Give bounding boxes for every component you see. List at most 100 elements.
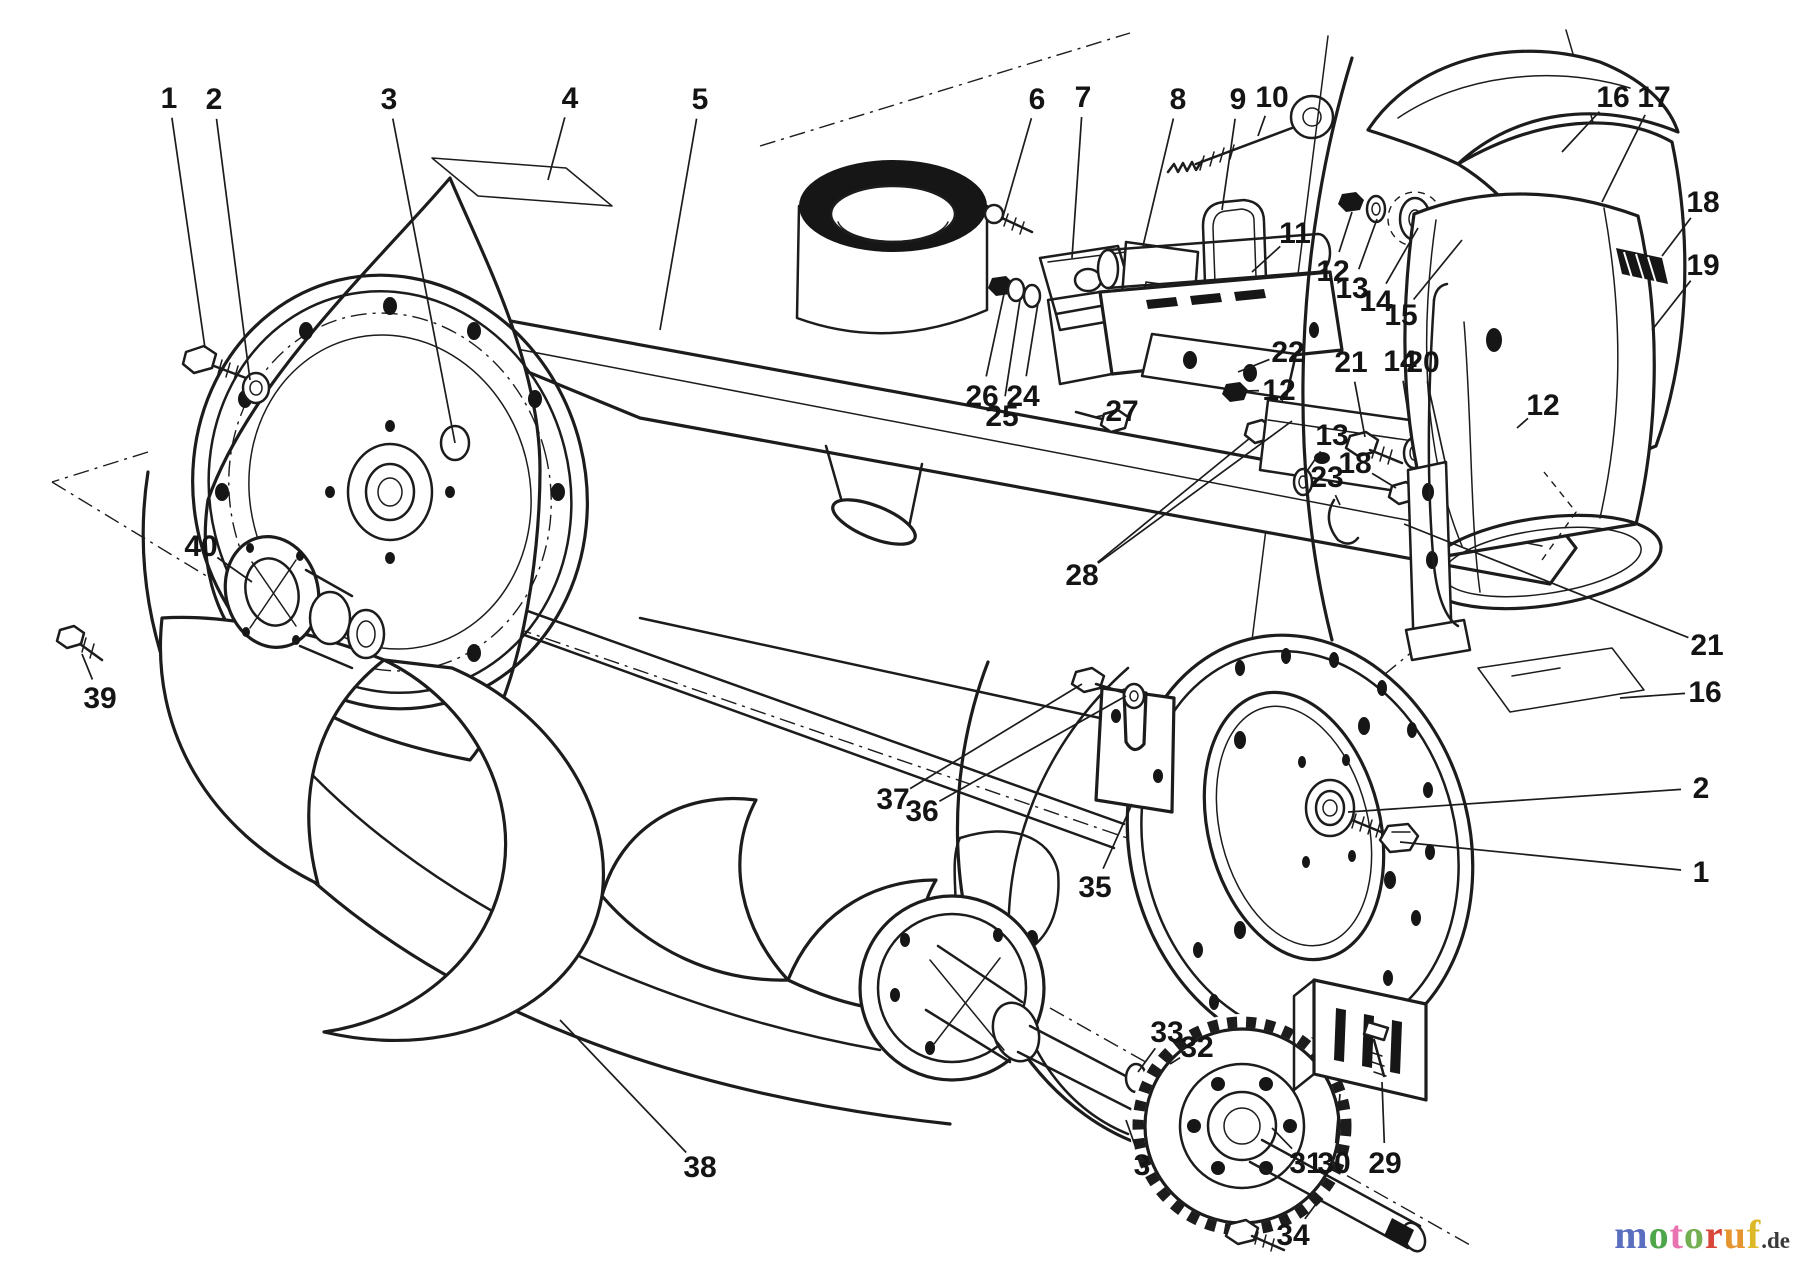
leader-line	[1142, 118, 1175, 247]
leader-line	[1601, 114, 1646, 203]
leader-line	[81, 653, 94, 680]
watermark-letter: f	[1746, 1212, 1762, 1257]
flange-bolt-holes	[215, 297, 565, 662]
watermark-logo[interactable]: motoruf.de	[1614, 1215, 1790, 1255]
callout-18: 18	[1686, 186, 1719, 219]
callout-20: 20	[1406, 346, 1439, 379]
chute-assembly	[1301, 49, 1687, 713]
callout-2: 2	[1693, 772, 1710, 805]
callout-30: 30	[1317, 1147, 1350, 1180]
leader-line	[985, 293, 1005, 377]
leader-line	[909, 683, 1083, 790]
leader-line	[1338, 211, 1353, 253]
bolt-39	[55, 624, 104, 662]
leader-line	[216, 556, 253, 583]
leader-line	[1137, 1047, 1156, 1073]
eye-bolt	[1194, 126, 1294, 166]
callout-27: 27	[1105, 395, 1138, 428]
watermark-letter: u	[1723, 1212, 1747, 1257]
drum-flange-holes	[1193, 648, 1435, 1056]
callout-31: 31	[1289, 1147, 1322, 1180]
leader-line	[1371, 472, 1397, 489]
watermark-letter: o	[1648, 1212, 1670, 1257]
spacer-23	[1327, 498, 1360, 545]
callout-25: 25	[985, 400, 1018, 433]
callout-17: 17	[1637, 81, 1670, 114]
leader-line	[938, 695, 1127, 802]
leader-line	[1095, 414, 1103, 418]
leader-line	[1347, 788, 1682, 813]
callout-29: 29	[1368, 1147, 1401, 1180]
watermark-letter: t	[1669, 1212, 1684, 1257]
leader-line	[1516, 417, 1529, 429]
drive-assembly	[858, 894, 1428, 1253]
leader-line	[1619, 692, 1686, 699]
leader-line	[171, 117, 206, 349]
leader-line	[1221, 118, 1236, 211]
callout-19: 19	[1686, 249, 1719, 282]
leader-line	[547, 117, 566, 181]
leader-line	[1358, 218, 1378, 270]
decal-outline	[431, 157, 613, 207]
callout-38: 38	[683, 1151, 716, 1184]
callout-13: 13	[1315, 419, 1348, 452]
shear-bolt	[1224, 1218, 1286, 1252]
callout-39: 39	[83, 682, 116, 715]
leader-line	[1025, 302, 1039, 377]
callout-34: 34	[1276, 1219, 1310, 1252]
leader-line	[1334, 494, 1341, 506]
leader-line	[1169, 1056, 1181, 1065]
callout-18: 18	[1338, 447, 1371, 480]
leader-line	[1304, 1203, 1317, 1220]
callout-23: 23	[1310, 461, 1343, 494]
leader-line	[1102, 803, 1133, 870]
watermark-letters: motoruf	[1614, 1212, 1761, 1257]
leader-line	[1271, 1127, 1293, 1150]
chute-body	[1403, 192, 1656, 558]
watermark-letter: o	[1683, 1212, 1705, 1257]
leader-line	[1561, 111, 1601, 153]
leader-line	[215, 118, 251, 381]
leader-line	[1353, 381, 1366, 438]
leader-line	[1403, 523, 1689, 639]
callout-16: 16	[1596, 81, 1629, 114]
callout-22: 22	[1271, 336, 1304, 369]
callout-7: 7	[1075, 81, 1092, 114]
serial-decal	[1616, 248, 1668, 284]
washer-2	[241, 371, 271, 405]
leader-line	[1381, 1081, 1386, 1144]
bolt-1	[181, 344, 248, 381]
leader-line	[1651, 280, 1692, 331]
leader-line	[559, 1019, 687, 1154]
callout-1: 1	[1693, 856, 1710, 889]
drive-sprocket	[1130, 1014, 1354, 1238]
leader-line	[1426, 381, 1447, 467]
callout-3: 3	[1134, 1149, 1151, 1182]
callout-13: 13	[1335, 272, 1368, 305]
leader-line	[1304, 450, 1322, 475]
u-bracket-group	[1070, 666, 1176, 814]
leader-line	[1237, 358, 1270, 373]
leader-line	[1334, 1093, 1341, 1144]
u-bolt	[1201, 198, 1269, 314]
leader-line	[1399, 841, 1682, 871]
callout-28: 28	[1065, 559, 1098, 592]
leader-line	[1661, 217, 1692, 257]
leader-line	[1004, 299, 1021, 397]
watermark-letter: m	[1614, 1212, 1649, 1257]
leader-line	[659, 118, 698, 331]
callout-37: 37	[876, 783, 909, 816]
callout-36: 36	[905, 795, 938, 828]
leader-line	[1257, 115, 1267, 137]
callout-14: 14	[1383, 345, 1417, 378]
callout-21: 21	[1334, 346, 1367, 379]
control-cable	[1427, 298, 1460, 628]
right-drum	[955, 633, 1475, 1156]
callout-12: 12	[1262, 374, 1295, 407]
callout-12: 12	[1526, 389, 1559, 422]
callout-24: 24	[1006, 380, 1040, 413]
muffler-can	[795, 160, 989, 335]
deflector-blade	[1366, 49, 1680, 166]
